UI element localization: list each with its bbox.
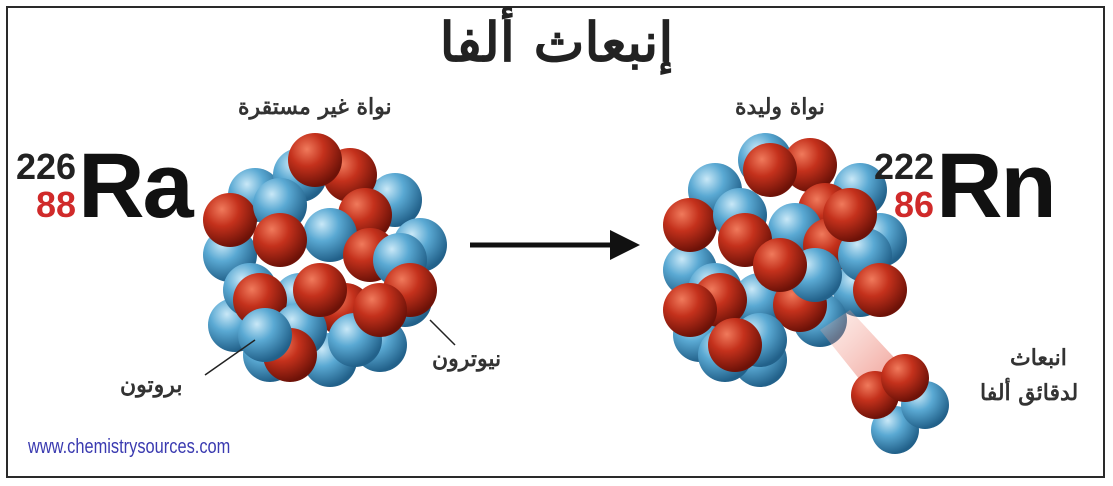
parent-mass-number: 226 — [16, 148, 76, 186]
proton-label: بروتون — [120, 372, 183, 398]
proton-sphere — [708, 318, 762, 372]
proton-sphere — [663, 198, 717, 252]
parent-atomic-number: 88 — [36, 186, 76, 224]
proton-sphere — [753, 238, 807, 292]
proton-sphere — [743, 143, 797, 197]
daughter-atomic-number: 86 — [894, 186, 934, 224]
proton-sphere — [203, 193, 257, 247]
unstable-nucleus-label: نواة غير مستقرة — [238, 94, 392, 120]
daughter-isotope: 222 86 Rn — [874, 140, 1055, 232]
neutron-sphere — [238, 308, 292, 362]
daughter-nucleus-label: نواة وليدة — [735, 94, 825, 120]
proton-sphere — [853, 263, 907, 317]
neutron-label: نيوترون — [432, 346, 501, 372]
neutron-leader-line — [430, 320, 455, 345]
reaction-arrow-head — [610, 230, 640, 260]
proton-sphere — [881, 354, 929, 402]
parent-nucleus — [203, 133, 447, 387]
daughter-mass-number: 222 — [874, 148, 934, 186]
parent-symbol: Ra — [78, 140, 192, 232]
proton-sphere — [353, 283, 407, 337]
parent-isotope: 226 88 Ra — [16, 140, 192, 232]
proton-sphere — [663, 283, 717, 337]
proton-sphere — [253, 213, 307, 267]
website-credit: www.chemistrysources.com — [28, 436, 230, 459]
diagram-title: إنبعاث ألفا — [0, 10, 1113, 74]
alpha-emission-label-line1: انبعاث — [1010, 345, 1067, 371]
proton-sphere — [823, 188, 877, 242]
proton-sphere — [288, 133, 342, 187]
proton-sphere — [293, 263, 347, 317]
alpha-emission-label-line2: لدقائق ألفا — [980, 380, 1078, 406]
daughter-symbol: Rn — [936, 140, 1055, 232]
